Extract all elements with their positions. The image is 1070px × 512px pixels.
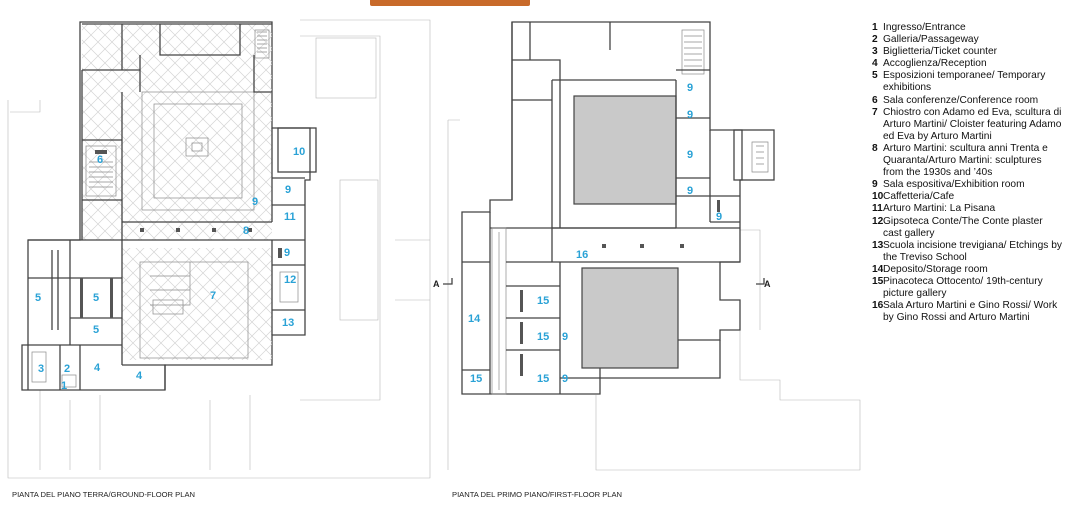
legend-text: Caffetteria/Cafe xyxy=(883,191,955,203)
first-room-number[interactable]: 9 xyxy=(562,331,568,343)
legend-number: 13 xyxy=(872,239,884,251)
first-floor-plan xyxy=(447,21,861,471)
legend-number: 11 xyxy=(872,203,883,215)
first-room-number[interactable]: 9 xyxy=(716,211,722,223)
ground-room-number[interactable]: 7 xyxy=(210,290,216,302)
ground-room-number[interactable]: 11 xyxy=(284,211,296,223)
first-room-number[interactable]: 15 xyxy=(537,331,549,343)
legend-number: 6 xyxy=(872,94,878,106)
legend-number: 8 xyxy=(872,142,878,154)
legend-number: 16 xyxy=(872,300,884,312)
legend-text: Arturo Martini: La Pisana xyxy=(883,203,996,215)
legend-text: Galleria/Passageway xyxy=(883,34,979,46)
first-room-number[interactable]: 15 xyxy=(537,295,549,307)
legend-number: 12 xyxy=(872,215,884,227)
ground-room-number[interactable]: 4 xyxy=(136,370,143,382)
first-room-number[interactable]: 9 xyxy=(562,373,568,385)
legend-text: Biglietteria/Ticket counter xyxy=(883,46,997,58)
first-floor-room-numbers: 9 9 9 9 9 16 14 15 15 15 15 9 9 9 xyxy=(468,82,722,385)
legend-item: 7 Chiostro con Adamo ed Eva, scultura di … xyxy=(872,107,1062,143)
legend-text: Sala Arturo Martini e Gino Rossi/ Work b… xyxy=(883,300,1058,324)
ground-room-number[interactable]: 9 xyxy=(252,196,258,208)
legend-text: Sala conferenze/Conference room xyxy=(883,94,1039,106)
legend-text: Chiostro con Adamo ed Eva, scultura di A… xyxy=(883,106,1062,142)
legend-number: 15 xyxy=(872,275,884,287)
ground-room-number[interactable]: 5 xyxy=(93,292,99,304)
legend-text: Scuola incisione trevigiana/ Etchings by… xyxy=(883,239,1062,263)
legend-item: 4 Accoglienza/Reception xyxy=(872,58,1062,70)
ground-room-number[interactable]: 9 xyxy=(284,247,290,259)
legend-item: 3 Biglietteria/Ticket counter xyxy=(872,46,1062,58)
legend-number: 1 xyxy=(872,22,878,33)
ground-room-number[interactable]: 2 xyxy=(64,363,70,375)
ground-room-number[interactable]: 5 xyxy=(35,292,41,304)
ground-room-number[interactable]: 9 xyxy=(285,184,291,196)
section-marker-left: A xyxy=(433,278,453,289)
section-marker-right: A xyxy=(756,278,771,289)
header-tab-strip xyxy=(370,0,530,6)
first-room-number[interactable]: 15 xyxy=(470,373,482,385)
legend-text: Pinacoteca Ottocento/ 19th-century pictu… xyxy=(883,275,1043,300)
section-marker-label: A xyxy=(433,279,440,289)
first-room-number[interactable]: 16 xyxy=(576,249,588,261)
first-floor-caption: PIANTA DEL PRIMO PIANO/FIRST-FLOOR PLAN xyxy=(452,490,622,499)
first-room-number[interactable]: 9 xyxy=(687,109,693,121)
legend-item: 2 Galleria/Passageway xyxy=(872,34,1062,46)
legend-item: 9 Sala espositiva/Exhibition room xyxy=(872,179,1062,191)
ground-room-number[interactable]: 13 xyxy=(282,317,294,329)
ground-floor-room-numbers: 1 2 3 4 4 5 5 5 6 7 8 9 9 9 10 11 12 13 xyxy=(35,146,305,392)
ground-room-number[interactable]: 12 xyxy=(284,274,296,286)
legend-item: 6 Sala conferenze/Conference room xyxy=(872,95,1062,107)
ground-floor-caption: PIANTA DEL PIANO TERRA/GROUND-FLOOR PLAN xyxy=(12,490,195,499)
legend-number: 9 xyxy=(872,179,878,191)
first-room-number[interactable]: 15 xyxy=(537,373,549,385)
legend-item: 1 Ingresso/Entrance xyxy=(872,22,1062,34)
legend-number: 3 xyxy=(872,46,878,58)
ground-room-number[interactable]: 3 xyxy=(38,363,44,375)
ground-floor-plan xyxy=(7,19,431,479)
legend-item: 8 Arturo Martini: scultura anni Trenta e … xyxy=(872,143,1062,179)
legend-number: 14 xyxy=(872,263,884,275)
ground-room-number[interactable]: 1 xyxy=(61,380,67,392)
legend-text: Ingresso/Entrance xyxy=(883,22,966,33)
legend-text: Gipsoteca Conte/The Conte plaster cast g… xyxy=(883,215,1043,239)
legend-text: Sala espositiva/Exhibition room xyxy=(883,179,1025,191)
ground-room-number[interactable]: 6 xyxy=(97,154,103,166)
legend-number: 4 xyxy=(872,58,878,70)
legend-text: Deposito/Storage room xyxy=(883,263,988,275)
legend-number: 2 xyxy=(872,34,878,46)
legend-text: Accoglienza/Reception xyxy=(883,58,987,70)
first-room-number[interactable]: 14 xyxy=(468,313,481,325)
legend-number: 7 xyxy=(872,106,878,118)
legend-text: Esposizioni temporanee/ Temporary exhibi… xyxy=(883,70,1046,94)
first-room-number[interactable]: 9 xyxy=(687,185,693,197)
legend-number: 5 xyxy=(872,70,878,82)
ground-room-number[interactable]: 8 xyxy=(243,225,249,237)
ground-room-number[interactable]: 4 xyxy=(94,362,101,374)
legend-number: 10 xyxy=(872,191,884,203)
first-room-number[interactable]: 9 xyxy=(687,82,693,94)
ground-room-number[interactable]: 10 xyxy=(293,146,305,158)
section-marker-label: A xyxy=(764,279,771,289)
first-room-number[interactable]: 9 xyxy=(687,149,693,161)
ground-room-number[interactable]: 5 xyxy=(93,324,99,336)
legend-item: 5 Esposizioni temporanee/ Temporary exhib… xyxy=(872,70,1062,94)
legend-text: Arturo Martini: scultura anni Trenta e Q… xyxy=(883,142,1048,179)
